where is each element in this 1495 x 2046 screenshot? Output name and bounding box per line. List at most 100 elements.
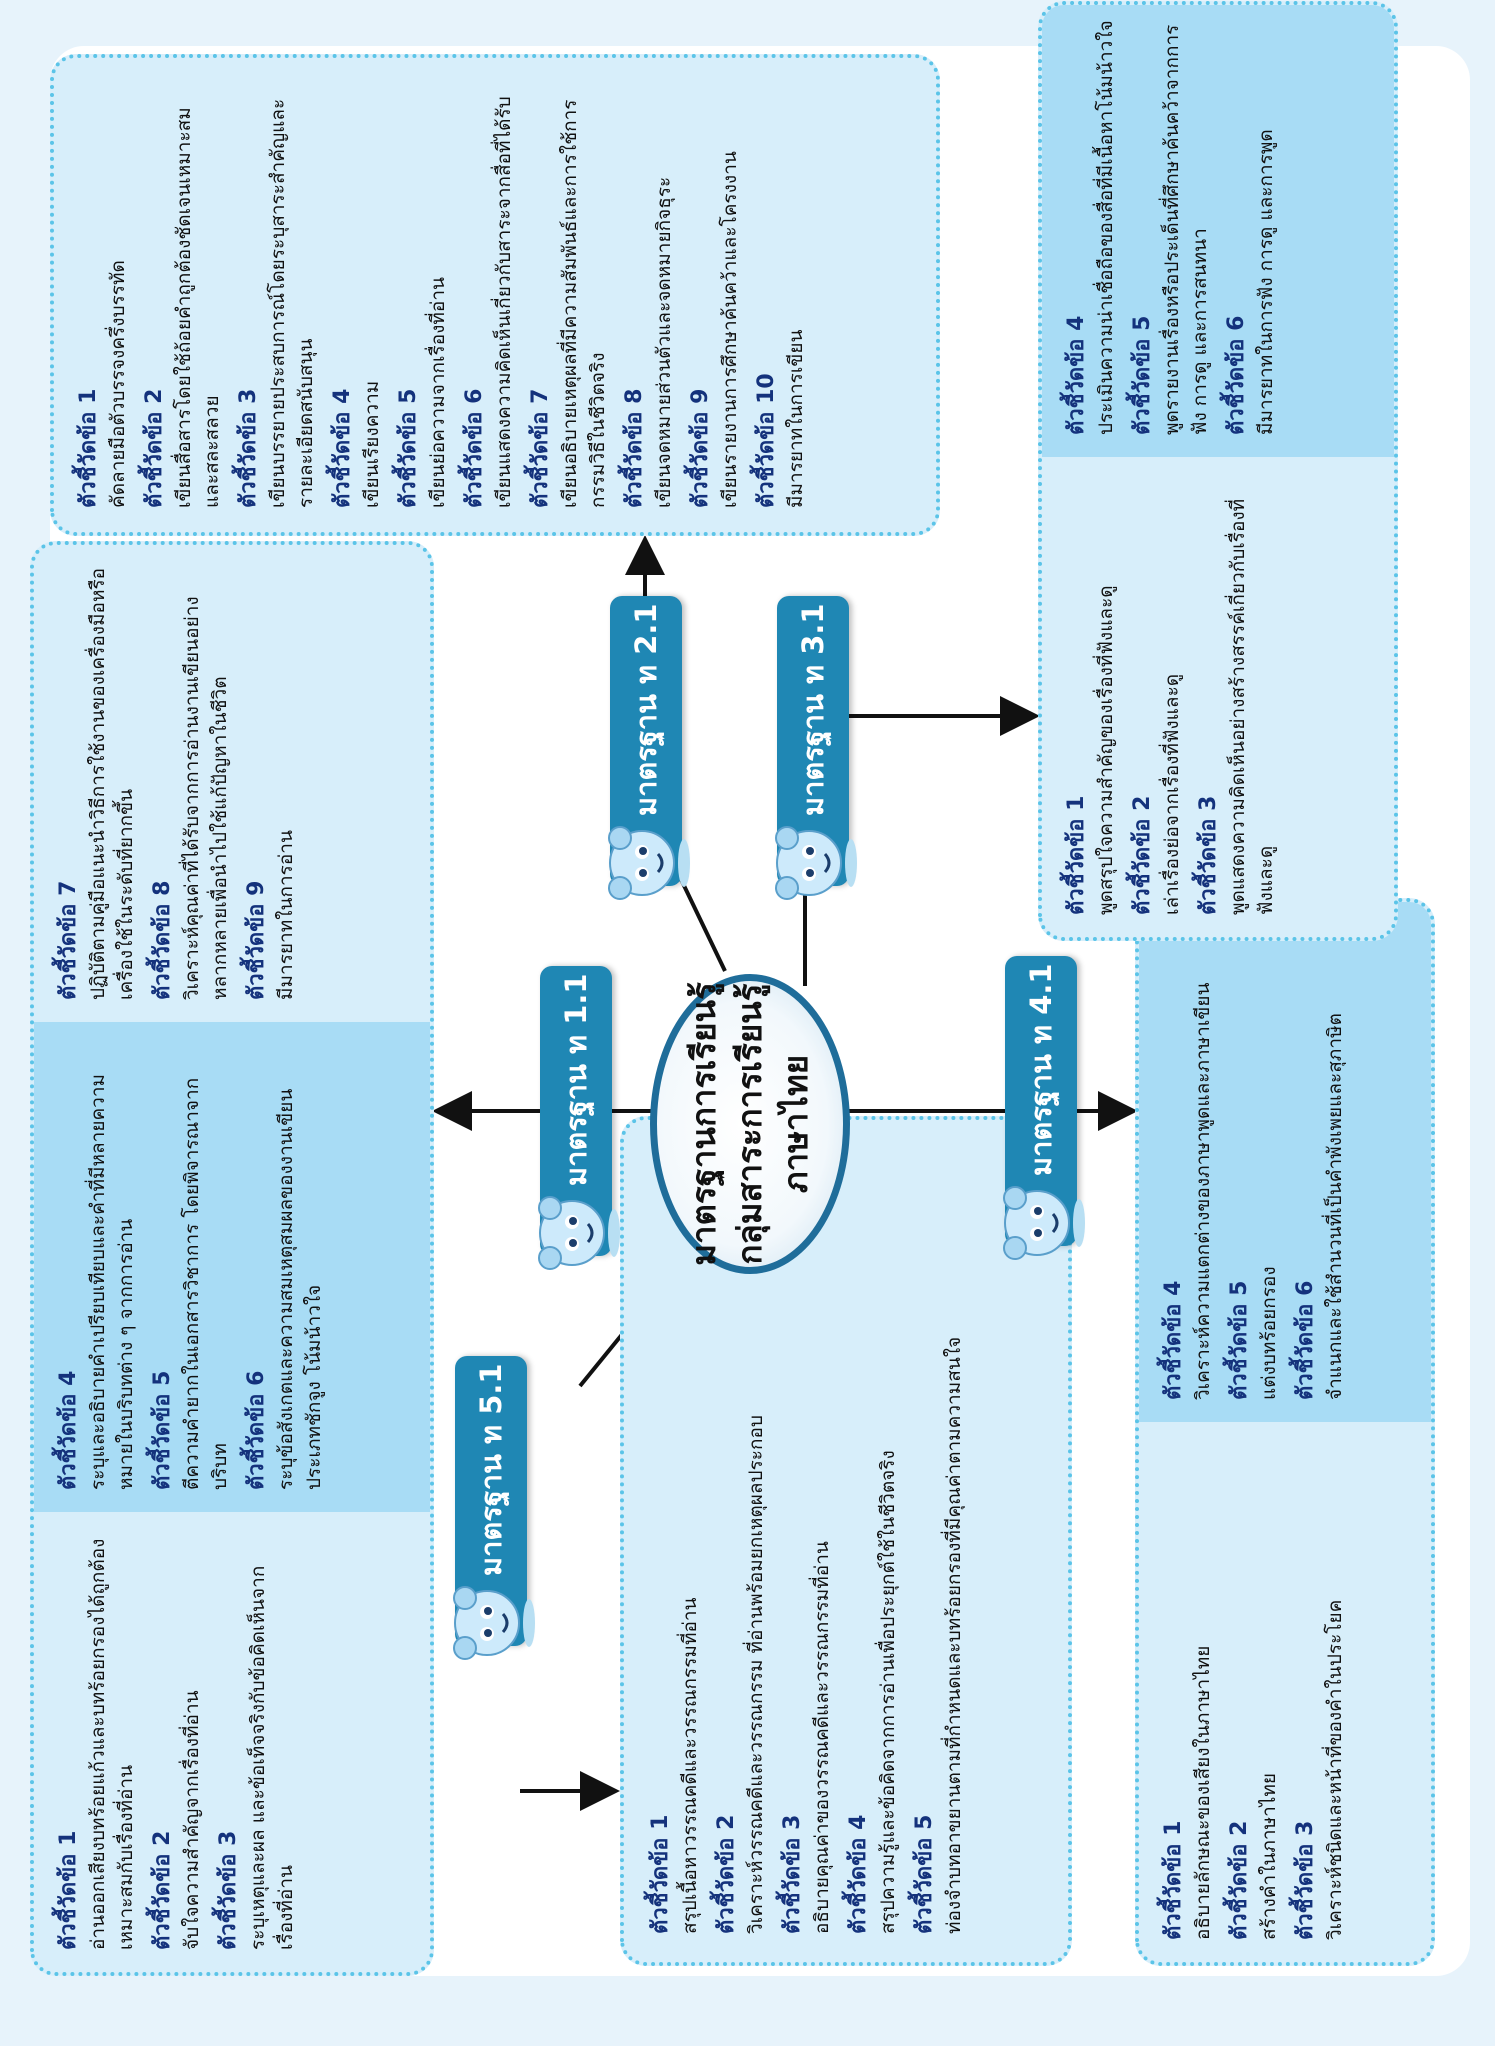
indicator-text: วิเคราะห์ชนิดและหน้าที่ของคำในประโยค xyxy=(1324,1599,1346,1940)
child-mascot-icon xyxy=(538,1196,620,1270)
indicator-text: จำแนกและใช้สำนวนที่เป็นคำพังเพยและสุภาษิ… xyxy=(1324,1013,1346,1400)
indicator-label: ตัวชี้วัดข้อ 4 xyxy=(56,1370,81,1490)
indicator-label: ตัวชี้วัดข้อ 4 xyxy=(1064,315,1089,435)
indicator-text: มีมารยาทในการเขียน xyxy=(785,329,807,509)
indicator-item: ตัวชี้วัดข้อ 6 จำแนกและใช้สำนวนที่เป็นคำพ… xyxy=(1291,916,1349,1400)
indicator-text: ปฏิบัติตามคู่มือแนะนำวิธีการใช้งานของเคร… xyxy=(87,567,137,1000)
indicator-text: พูดรายงานเรื่องหรือประเด็นที่ศึกษาค้นคว้… xyxy=(1161,24,1211,435)
indicator-text: ตีความคำยากในเอกสารวิชาการ โดยพิจารณาจาก… xyxy=(181,1077,231,1490)
indicator-label: ตัวชี้วัดข้อ 7 xyxy=(528,388,553,508)
indicator-text: สรุปความรู้และข้อคิดจากการอ่านเพื่อประยุ… xyxy=(877,1450,899,1934)
indicator-text: ระบุและอธิบายคำเปรียบเทียบและคำที่มีหลาย… xyxy=(87,1073,137,1490)
indicator-label: ตัวชี้วัดข้อ 1 xyxy=(1161,1820,1186,1940)
indicator-item: ตัวชี้วัดข้อ 2 สร้างคำในภาษาไทย xyxy=(1225,1444,1283,1940)
indicator-label: ตัวชี้วัดข้อ 5 xyxy=(1130,315,1155,435)
indicator-text: อธิบายลักษณะของเสียงในภาษาไทย xyxy=(1192,1645,1214,1940)
standard-label-5-1: มาตรฐาน ท 5.1 xyxy=(453,1356,535,1660)
indicator-text: ประเมินความน่าเชื่อถือของสื่อที่มีเนื้อห… xyxy=(1095,20,1117,435)
indicator-label: ตัวชี้วัดข้อ 2 xyxy=(142,388,167,508)
standard-label-2-1: มาตรฐาน ท 2.1 xyxy=(608,596,690,900)
indicator-label: ตัวชี้วัดข้อ 7 xyxy=(56,880,81,1000)
center-title-line-2: กลุ่มสาระการเรียนรู้ xyxy=(730,983,769,1265)
center-title: มาตรฐานการเรียนรู้ กลุ่มสาระการเรียนรู้ … xyxy=(650,974,850,1274)
indicator-column-3-1-b: ตัวชี้วัดข้อ 4 ประเมินความน่าเชื่อถือของส… xyxy=(1042,1,1394,457)
indicator-label: ตัวชี้วัดข้อ 3 xyxy=(1196,795,1221,915)
child-mascot-icon xyxy=(1003,1186,1085,1260)
indicator-text: เขียนอธิบายเหตุผลที่มีความสัมพันธ์และการ… xyxy=(559,99,609,508)
indicator-text: เขียนบรรยายประสบการณ์โดยระบุสาระสำคัญและ… xyxy=(267,98,317,508)
indicator-label: ตัวชี้วัดข้อ 5 xyxy=(912,1814,937,1934)
standard-label-text: มาตรฐาน ท 3.1 xyxy=(796,603,830,816)
indicator-label: ตัวชี้วัดข้อ 10 xyxy=(754,373,779,508)
indicator-label: ตัวชี้วัดข้อ 6 xyxy=(462,388,487,508)
indicator-text: พูดแสดงความคิดเห็นอย่างสร้างสรรค์เกี่ยวก… xyxy=(1227,498,1277,915)
indicator-text: อธิบายคุณค่าของวรรณคดีและวรรณกรรมที่อ่าน xyxy=(811,1541,833,1934)
child-mascot-icon xyxy=(608,826,690,900)
indicator-text: คัดลายมือตัวบรรจงครึ่งบรรทัด xyxy=(107,260,129,508)
standard-label-text: มาตรฐาน ท 5.1 xyxy=(474,1363,508,1576)
indicator-text: มีมารยาทในการฟัง การดู และการพูด xyxy=(1255,129,1277,435)
indicator-text: เขียนแสดงความคิดเห็นเกี่ยวกับสาระจากสื่อ… xyxy=(493,96,515,508)
child-mascot-icon xyxy=(775,826,857,900)
indicator-text: ระบุข้อสังเกตและความสมเหตุสมผลของงานเขีย… xyxy=(275,1088,325,1490)
indicator-label: ตัวชี้วัดข้อ 3 xyxy=(1293,1820,1318,1940)
indicator-label: ตัวชี้วัดข้อ 2 xyxy=(1227,1820,1252,1940)
indicator-text: เขียนเรียงความ xyxy=(361,380,383,508)
indicator-text: เล่าเรื่องย่อจากเรื่องที่ฟังและดู xyxy=(1161,673,1183,915)
standard-label-4-1: มาตรฐาน ท 4.1 xyxy=(1003,956,1085,1260)
indicator-label: ตัวชี้วัดข้อ 4 xyxy=(846,1814,871,1934)
standard-label-text: มาตรฐาน ท 1.1 xyxy=(559,973,593,1186)
indicator-item: ตัวชี้วัดข้อ 3 วิเคราะห์ชนิดและหน้าที่ของ… xyxy=(1291,1444,1349,1940)
indicator-column-3-1-a: ตัวชี้วัดข้อ 1 พูดสรุปใจความสำคัญของเรื่อ… xyxy=(1042,457,1394,937)
indicator-label: ตัวชี้วัดข้อ 1 xyxy=(56,1830,81,1950)
indicator-label: ตัวชี้วัดข้อ 5 xyxy=(1227,1280,1252,1400)
indicator-label: ตัวชี้วัดข้อ 9 xyxy=(244,880,269,1000)
standard-label-1-1: มาตรฐาน ท 1.1 xyxy=(538,966,620,1270)
indicator-item: ตัวชี้วัดข้อ 1 พูดสรุปใจความสำคัญของเรื่อ… xyxy=(1062,479,1120,915)
indicator-box-3-1: ตัวชี้วัดข้อ 1 พูดสรุปใจความสำคัญของเรื่อ… xyxy=(1038,1,1398,941)
indicator-text: ระบุเหตุและผล และข้อเท็จจริงกับข้อคิดเห็… xyxy=(247,1565,297,1950)
indicator-text: จับใจความสำคัญจากเรื่องที่อ่าน xyxy=(181,1690,203,1950)
indicator-box-4-1: ตัวชี้วัดข้อ 1 อธิบายลักษณะของเสียงในภาษา… xyxy=(1135,898,1435,1966)
child-mascot-icon xyxy=(453,1586,535,1660)
indicator-label: ตัวชี้วัดข้อ 9 xyxy=(688,388,713,508)
indicator-item: ตัวชี้วัดข้อ 2 จับใจความสำคัญจากเรื่องที่… xyxy=(148,1534,206,1950)
indicator-column-4-1-a: ตัวชี้วัดข้อ 1 อธิบายลักษณะของเสียงในภาษา… xyxy=(1139,1422,1431,1962)
indicator-text: อ่านออกเสียงบทร้อยแก้วและบทร้อยกรองได้ถู… xyxy=(87,1538,137,1950)
indicator-label: ตัวชี้วัดข้อ 5 xyxy=(150,1370,175,1490)
indicator-label: ตัวชี้วัดข้อ 1 xyxy=(648,1814,673,1934)
indicator-label: ตัวชี้วัดข้อ 6 xyxy=(1293,1280,1318,1400)
indicator-text: พูดสรุปใจความสำคัญของเรื่องที่ฟังและดู xyxy=(1095,585,1117,915)
indicator-text: สร้างคำในภาษาไทย xyxy=(1258,1773,1280,1940)
indicator-label: ตัวชี้วัดข้อ 1 xyxy=(1064,795,1089,915)
indicator-label: ตัวชี้วัดข้อ 4 xyxy=(1161,1280,1186,1400)
indicator-text: วิเคราะห์คุณค่าที่ได้รับจากการอ่านงานเขี… xyxy=(181,596,231,1000)
indicator-text: มีมารยาทในการอ่าน xyxy=(275,830,297,1000)
center-title-line-1: มาตรฐานการเรียนรู้ xyxy=(684,982,723,1266)
indicator-label: ตัวชี้วัดข้อ 2 xyxy=(150,1830,175,1950)
